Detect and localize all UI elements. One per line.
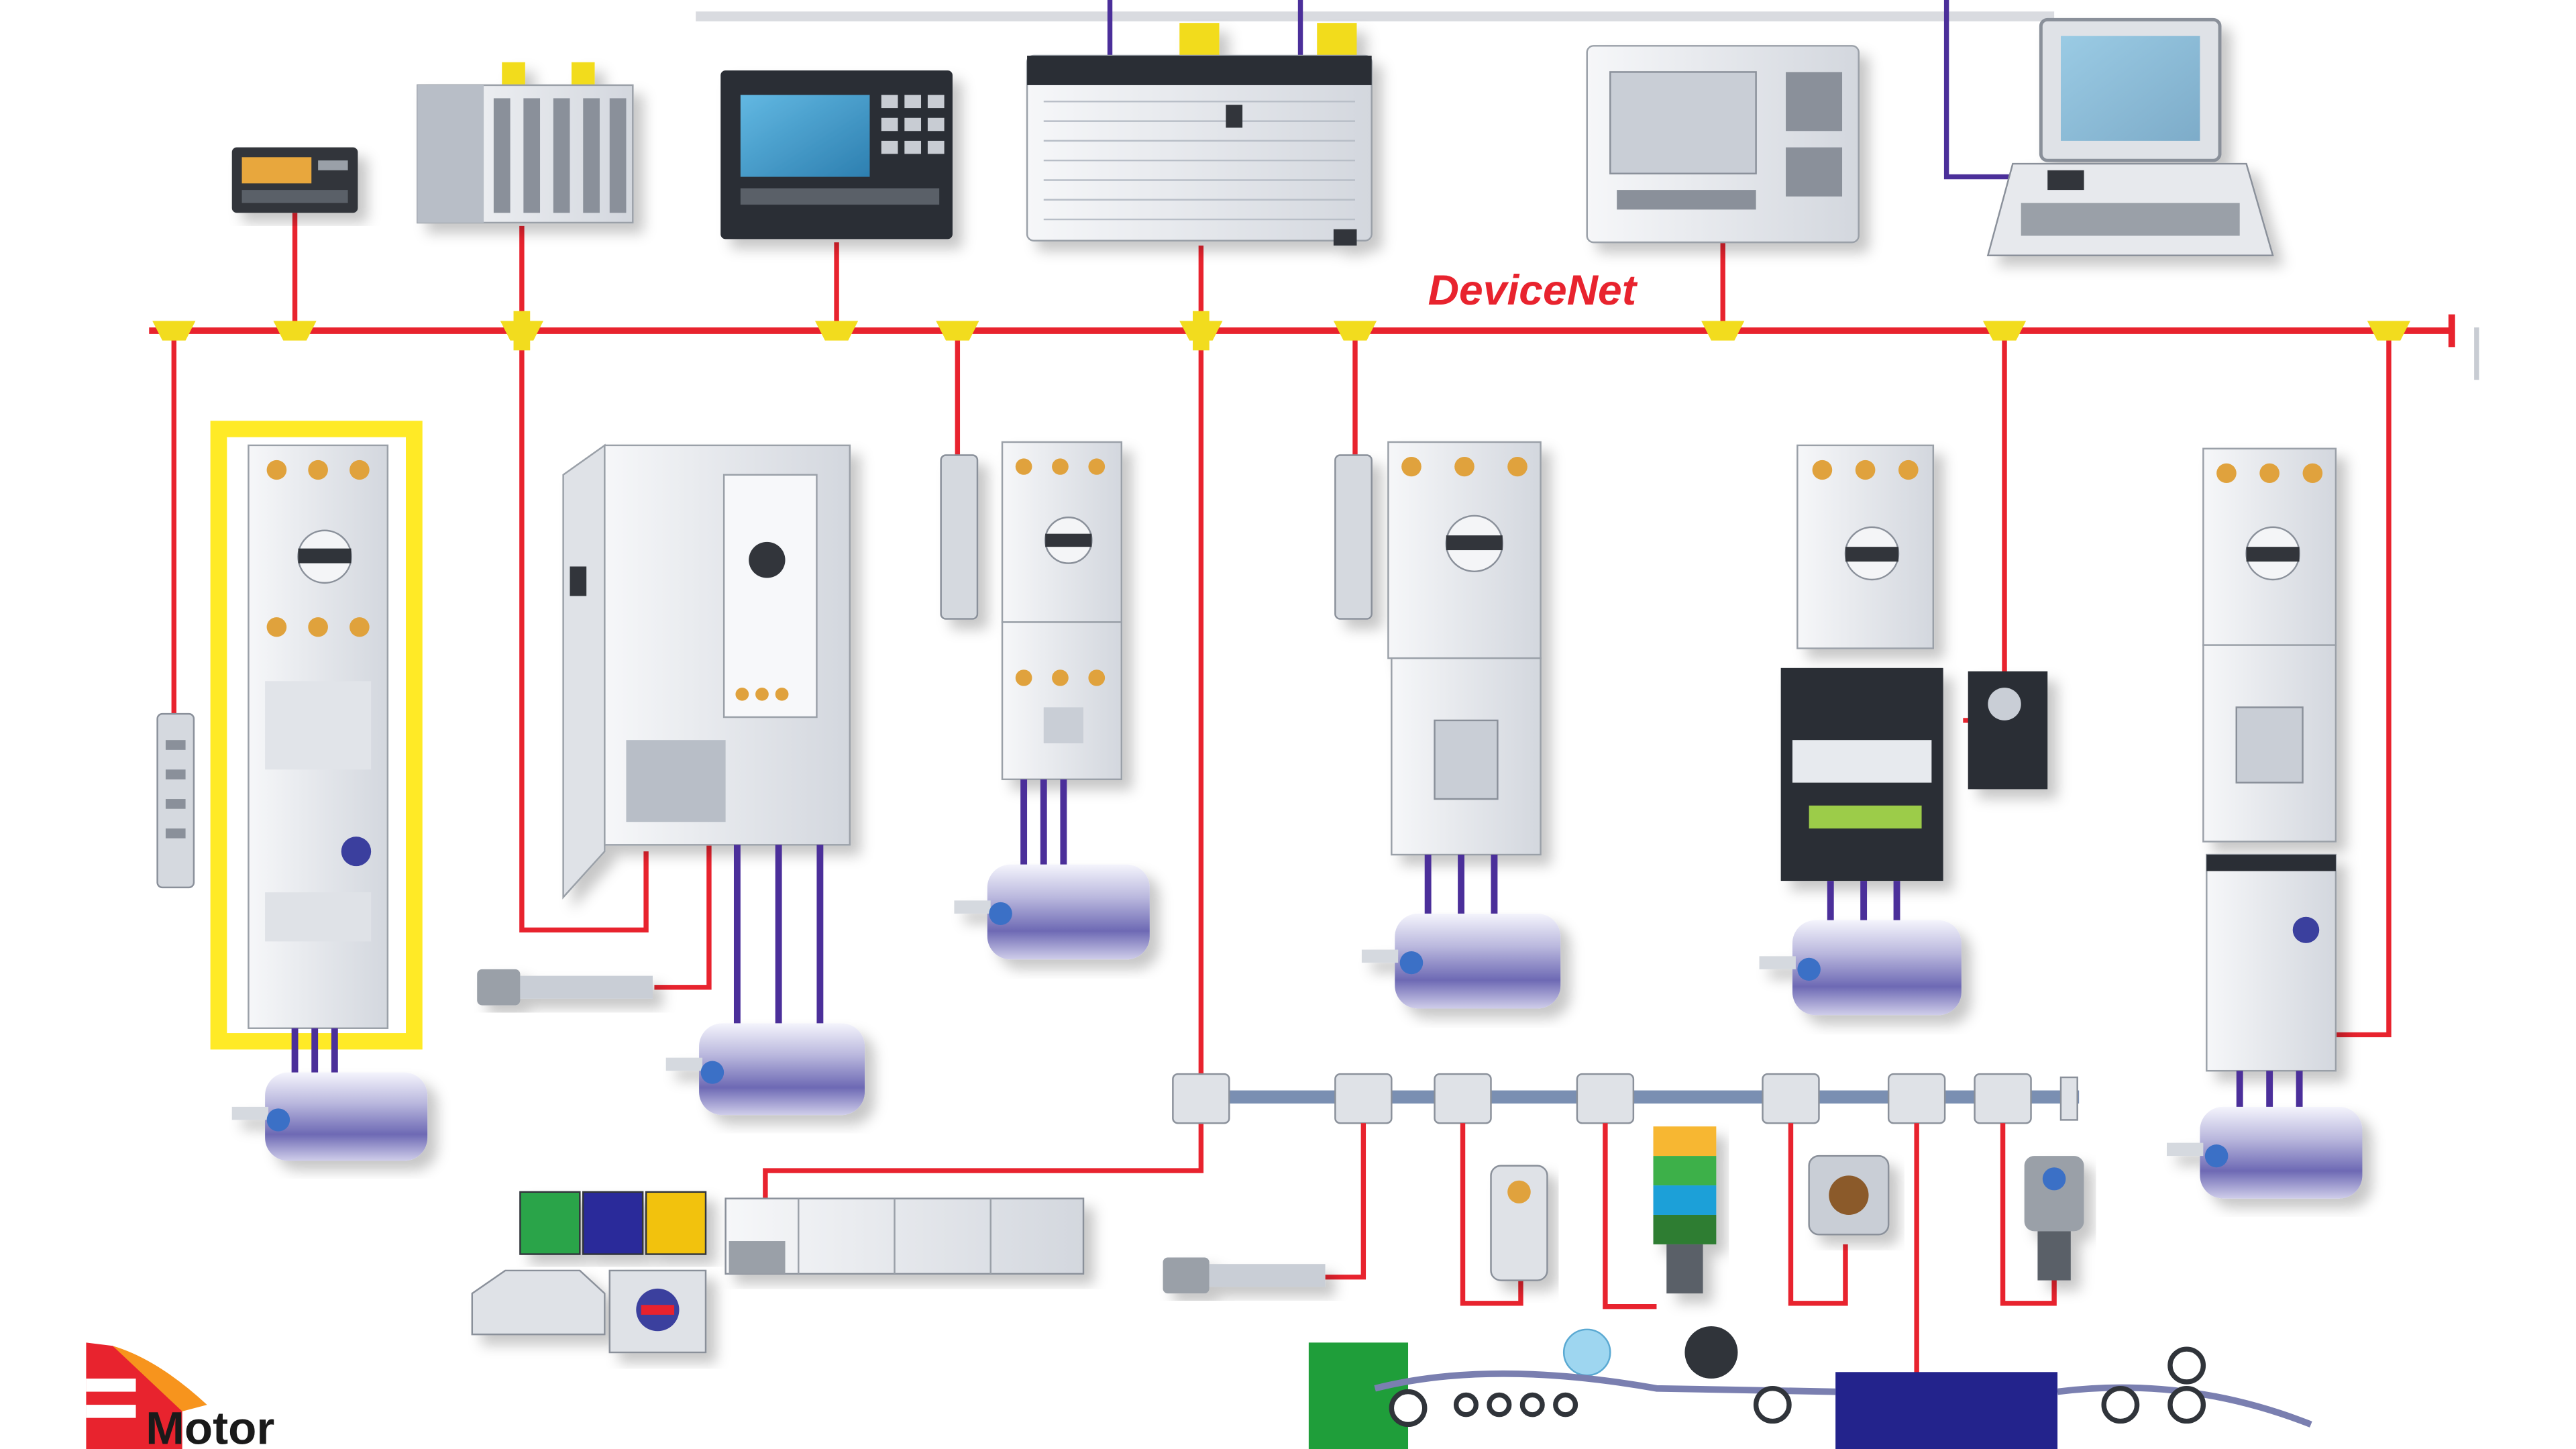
tap-connector [814, 321, 859, 341]
motor-icon [954, 864, 1150, 960]
tap-connector [936, 321, 979, 341]
motor-starter-icon [2202, 447, 2337, 1072]
soft-starter-icon [210, 421, 423, 1050]
motor-starter-icon [1780, 444, 2048, 881]
tap-connector [273, 321, 317, 341]
secondary-bus [1172, 1073, 2080, 1124]
hmi-panel-icon [720, 70, 953, 239]
selector-switch-icon [471, 1269, 707, 1354]
pressure-sensor-icon [2024, 1156, 2084, 1281]
tap-connector [500, 311, 543, 351]
io-rack-icon [417, 62, 634, 224]
tap-connector [1333, 321, 1377, 341]
push-button-station-icon [519, 1191, 707, 1255]
logo-text: Motor [146, 1403, 274, 1449]
conveyor-icon [1308, 1326, 2312, 1449]
sensor-cables [1325, 1123, 2057, 1376]
limit-switch-icon [1490, 1165, 1548, 1281]
motor-icon [1361, 913, 1561, 1009]
stack-light-icon [1653, 1126, 1717, 1294]
tap-connector [1179, 311, 1223, 351]
drop-cables [171, 213, 2392, 1203]
motor-icon [665, 1023, 865, 1116]
motors [231, 864, 2363, 1199]
plc-controller-icon [1026, 23, 1373, 246]
motor-cables [291, 779, 2303, 1110]
photo-sensor-icon [1808, 1155, 1890, 1236]
proximity-sensor-icon [1163, 1257, 1326, 1294]
devicenet-taps [152, 311, 2411, 351]
motor-icon [2167, 1106, 2363, 1199]
io-block-icon [724, 1197, 1085, 1275]
tap-connector [1701, 321, 1745, 341]
drive-enclosure-icon [562, 443, 851, 900]
tap-connector [152, 321, 196, 341]
motor-icon [1759, 920, 1962, 1016]
photo-sensor-icon [477, 969, 653, 1006]
motor-logo: Motor [86, 1342, 274, 1449]
devicenet-label: DeviceNet [1428, 266, 1638, 314]
inline-tap-icon [156, 712, 195, 889]
operator-terminal-icon [1586, 45, 1860, 244]
laptop-computer-icon [1986, 17, 2274, 256]
tap-connector [1982, 321, 2027, 341]
motor-starter-icon [1334, 441, 1542, 856]
tap-connector [2367, 321, 2411, 341]
motor-icon [231, 1072, 428, 1161]
lcd-display-icon [231, 147, 358, 213]
motor-starter-icon [940, 441, 1123, 780]
devicenet-trunk [149, 314, 2479, 380]
